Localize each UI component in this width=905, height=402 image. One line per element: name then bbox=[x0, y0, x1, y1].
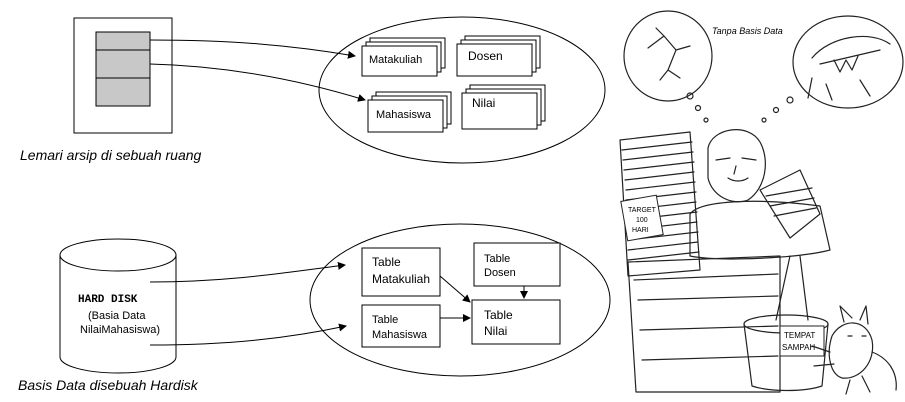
stack-label-1: TARGET bbox=[628, 207, 657, 214]
thought-bubble-left bbox=[623, 10, 713, 102]
hard-disk-cylinder bbox=[59, 238, 177, 374]
table-mahasiswa-box: Table Mahasiswa bbox=[361, 304, 441, 348]
database-ellipse bbox=[309, 223, 611, 377]
worried-person bbox=[689, 129, 831, 260]
trash-bin: TEMPAT SAMPAH bbox=[743, 314, 829, 392]
cabinet-arrow-mahasiswa bbox=[149, 63, 366, 102]
stack-label-3: HARI bbox=[632, 227, 649, 234]
cartoon-caption: Tanpa Basis Data bbox=[712, 26, 783, 36]
file-label-dosen: Dosen bbox=[468, 49, 503, 63]
bottom-caption: Basis Data disebuah Hardisk bbox=[18, 377, 199, 393]
disk-arrow-mahasiswa bbox=[149, 323, 347, 346]
paper-stack: TARGET 100 HARI bbox=[619, 131, 701, 277]
table-dosen-line1: Table bbox=[484, 253, 510, 265]
table-matakuliah-box: Table Matakuliah bbox=[361, 247, 441, 297]
filing-cabinet-icon bbox=[73, 17, 173, 134]
table-mahasiswa-line1: Table bbox=[372, 314, 398, 326]
table-mahasiswa-line2: Mahasiswa bbox=[372, 329, 428, 341]
thought-bubble-right bbox=[792, 15, 904, 109]
bin-label-2: SAMPAH bbox=[782, 343, 815, 352]
table-matakuliah-line2: Matakuliah bbox=[372, 272, 430, 286]
table-nilai-line2: Nilai bbox=[484, 324, 507, 338]
top-caption: Lemari arsip di sebuah ruang bbox=[20, 147, 202, 163]
table-dosen-box: Table Dosen bbox=[473, 242, 561, 287]
stack-label-2: 100 bbox=[636, 217, 648, 224]
table-nilai-box: Table Nilai bbox=[471, 299, 561, 345]
table-dosen-line2: Dosen bbox=[484, 267, 516, 279]
file-label-matakuliah: Matakuliah bbox=[369, 54, 422, 66]
cartoon-illustration: Tanpa Basis Data TARGET 100 HARI bbox=[619, 10, 904, 395]
disk-subtitle-1: (Basia Data bbox=[88, 310, 146, 322]
file-room-ellipse bbox=[318, 16, 606, 164]
file-stack-nilai: Nilai bbox=[461, 84, 546, 130]
relation-matakuliah-nilai bbox=[439, 275, 471, 303]
cabinet-arrow-matakuliah bbox=[149, 39, 356, 59]
file-stack-matakuliah: Matakuliah bbox=[361, 37, 446, 77]
file-label-nilai: Nilai bbox=[472, 96, 495, 110]
rat-sketch bbox=[811, 305, 897, 395]
disk-subtitle-2: NilaiMahasiswa) bbox=[80, 324, 160, 336]
table-matakuliah-line1: Table bbox=[372, 255, 401, 269]
file-label-mahasiswa: Mahasiswa bbox=[376, 109, 432, 121]
table-nilai-line1: Table bbox=[484, 308, 513, 322]
bin-label-1: TEMPAT bbox=[784, 331, 815, 340]
file-stack-dosen: Dosen bbox=[456, 35, 541, 77]
file-stack-mahasiswa: Mahasiswa bbox=[367, 91, 452, 133]
desk bbox=[627, 255, 781, 393]
disk-title: HARD DISK bbox=[78, 294, 138, 306]
